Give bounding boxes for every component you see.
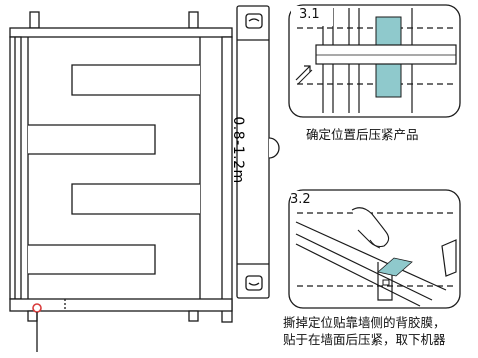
rack-frame [9, 11, 233, 323]
detail-3-2-tag: 3.2 [290, 192, 311, 207]
position-marker [32, 303, 42, 352]
detail-3-2-caption: 撕掉定位贴靠墙侧的背胶膜， 贴于在墙面后压紧，取下机器 [283, 314, 446, 348]
detail-3-1-tag: 3.1 [299, 7, 320, 22]
side-bracket [236, 5, 280, 299]
measurement-text: 0.8-1.2m [230, 116, 246, 184]
detail-3-1 [288, 4, 461, 118]
detail-3-1-caption: 确定位置后压紧产品 [306, 127, 419, 142]
detail-3-2-caption-line1: 撕掉定位贴靠墙侧的背胶膜， [283, 315, 446, 330]
hanging-bars [28, 64, 200, 275]
detail-3-2-caption-line2: 贴于在墙面后压紧，取下机器 [283, 332, 446, 347]
detail-3-2 [288, 189, 461, 309]
